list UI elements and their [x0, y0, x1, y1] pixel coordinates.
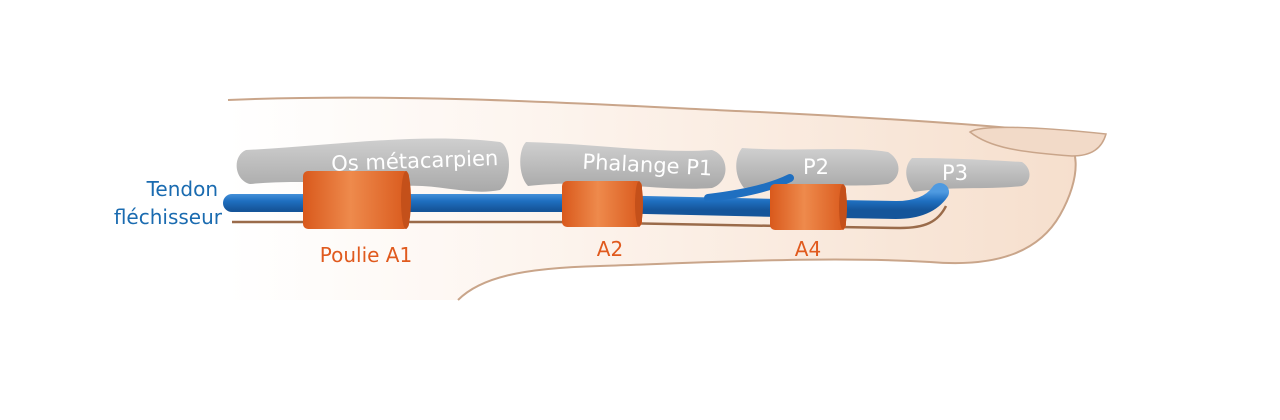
a4-label: A4: [795, 237, 821, 261]
pulley-a4: [770, 184, 847, 230]
finger-dorsal-outline: [227, 96, 1077, 265]
tendon-slip: [704, 174, 794, 202]
phalanx-p2-bone: [736, 148, 899, 188]
pulley-a2: [562, 181, 643, 227]
fingernail: [968, 126, 1107, 157]
phalanx-p1-bone: [520, 142, 726, 189]
p3-label: P3: [942, 161, 968, 185]
finger-palmar-outline: [457, 258, 931, 301]
a2-label: A2: [597, 237, 623, 261]
tendon-label-line2: fléchisseur: [114, 205, 223, 229]
a1-label: Poulie A1: [320, 243, 412, 267]
p2-label: P2: [803, 155, 829, 179]
metacarpal-label: Os métacarpien: [331, 146, 499, 176]
pulley-a1: [303, 171, 411, 229]
tendon-label-line1: Tendon: [146, 177, 218, 201]
